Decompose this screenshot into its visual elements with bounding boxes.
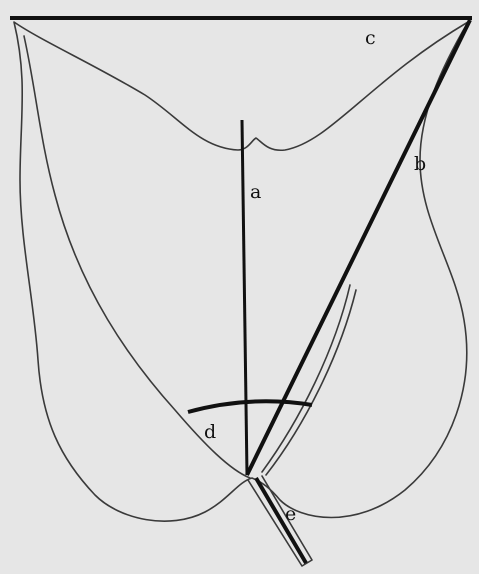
leaf-inner-margin-right <box>261 284 351 473</box>
petiole <box>247 475 313 567</box>
measure-line-e <box>254 476 308 565</box>
label-b: b <box>414 153 426 175</box>
leaf-inner-margin <box>23 35 251 479</box>
label-e: e <box>285 503 296 525</box>
leaf-inner-margin-right-2 <box>265 289 357 476</box>
label-a: a <box>250 181 261 203</box>
measure-line-a <box>240 119 249 476</box>
label-c: c <box>365 27 376 49</box>
measure-arc-d <box>187 399 313 414</box>
leaf-blade-outline <box>13 21 469 522</box>
measure-line-b <box>245 19 472 476</box>
label-d: d <box>204 421 216 443</box>
